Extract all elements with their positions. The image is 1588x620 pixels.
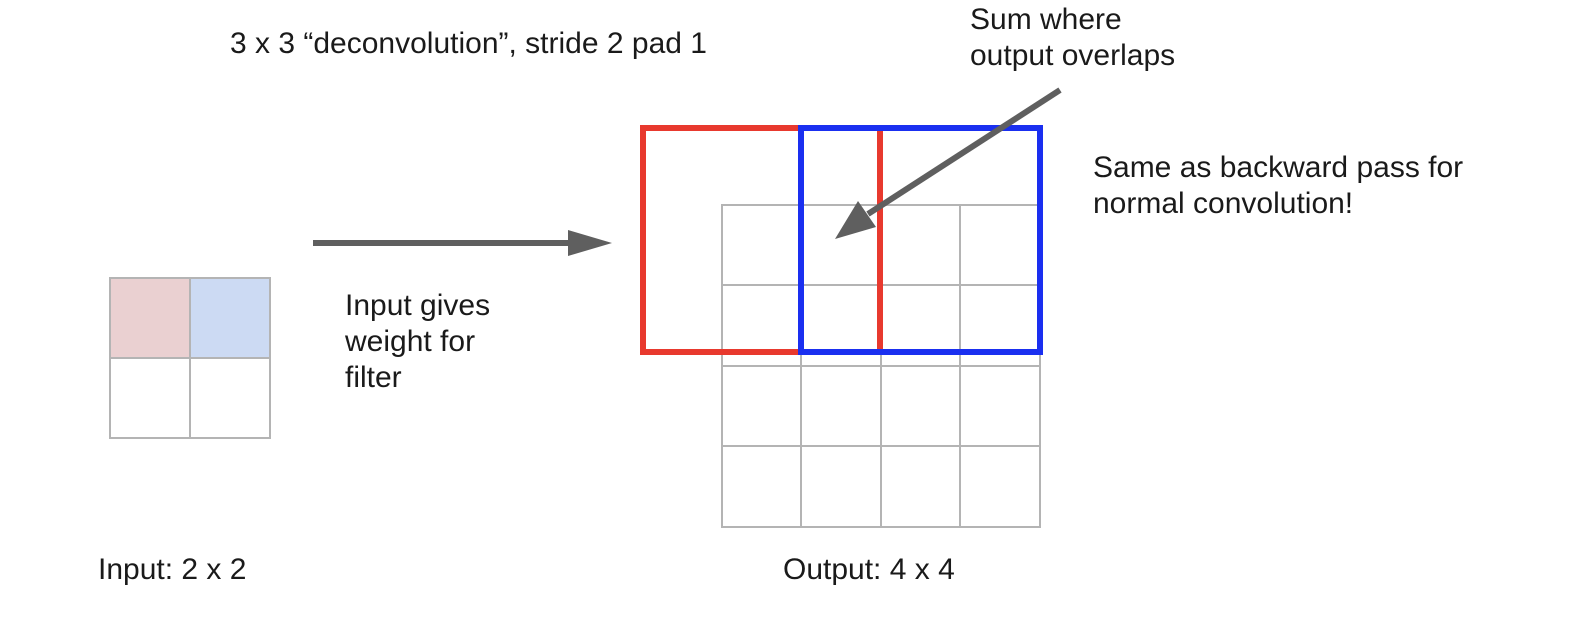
input-cell-red	[110, 278, 190, 358]
same-note-line-1: Same as backward pass for	[1093, 151, 1464, 184]
input-size-label: Input: 2 x 2	[98, 553, 247, 586]
sum-note-line-1: Sum where	[970, 3, 1122, 36]
main-arrow	[313, 230, 612, 256]
input-note-line-3: filter	[345, 361, 402, 394]
sum-overlap-note: Sum where output overlaps	[970, 2, 1175, 74]
output-size-label: Output: 4 x 4	[783, 553, 955, 586]
input-grid	[109, 277, 271, 439]
overlap-arrow	[835, 87, 1062, 239]
input-note-line-2: weight for	[345, 325, 476, 358]
input-cell-blue	[190, 278, 270, 358]
diagram-title: 3 x 3 “deconvolution”, stride 2 pad 1	[230, 27, 707, 60]
backward-pass-note: Same as backward pass for normal convolu…	[1093, 150, 1463, 222]
red-filter-region	[640, 125, 883, 355]
blue-filter-region	[798, 125, 1043, 355]
input-weight-note: Input gives weight for filter	[345, 288, 490, 396]
sum-note-line-2: output overlaps	[970, 39, 1176, 72]
input-note-line-1: Input gives	[345, 289, 491, 322]
same-note-line-2: normal convolution!	[1093, 187, 1354, 220]
